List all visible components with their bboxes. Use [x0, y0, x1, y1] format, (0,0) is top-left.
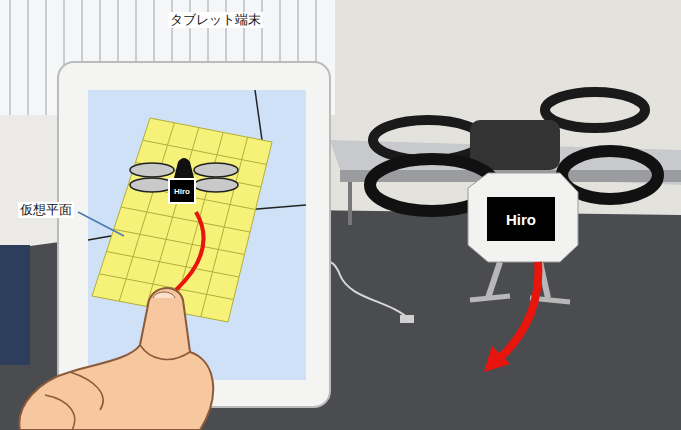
annotation-label: タブレット端末 [168, 12, 263, 28]
rotation-arrow [500, 262, 538, 358]
virtual-plane-grid [92, 118, 272, 322]
chair [0, 245, 30, 365]
marker-text: Hiro [506, 211, 536, 228]
annotation-label: 仮想平面 [18, 202, 74, 218]
plug [400, 315, 414, 323]
table-leg [348, 182, 352, 225]
drone [370, 92, 658, 302]
swipe-arrow [176, 212, 204, 290]
hand [19, 288, 213, 430]
marker-box: Hiro [487, 197, 555, 241]
leader-line [78, 212, 124, 236]
marker-text: Hiro [174, 187, 190, 196]
marker-box: Hiro [168, 178, 196, 204]
arrow-head [484, 346, 510, 372]
